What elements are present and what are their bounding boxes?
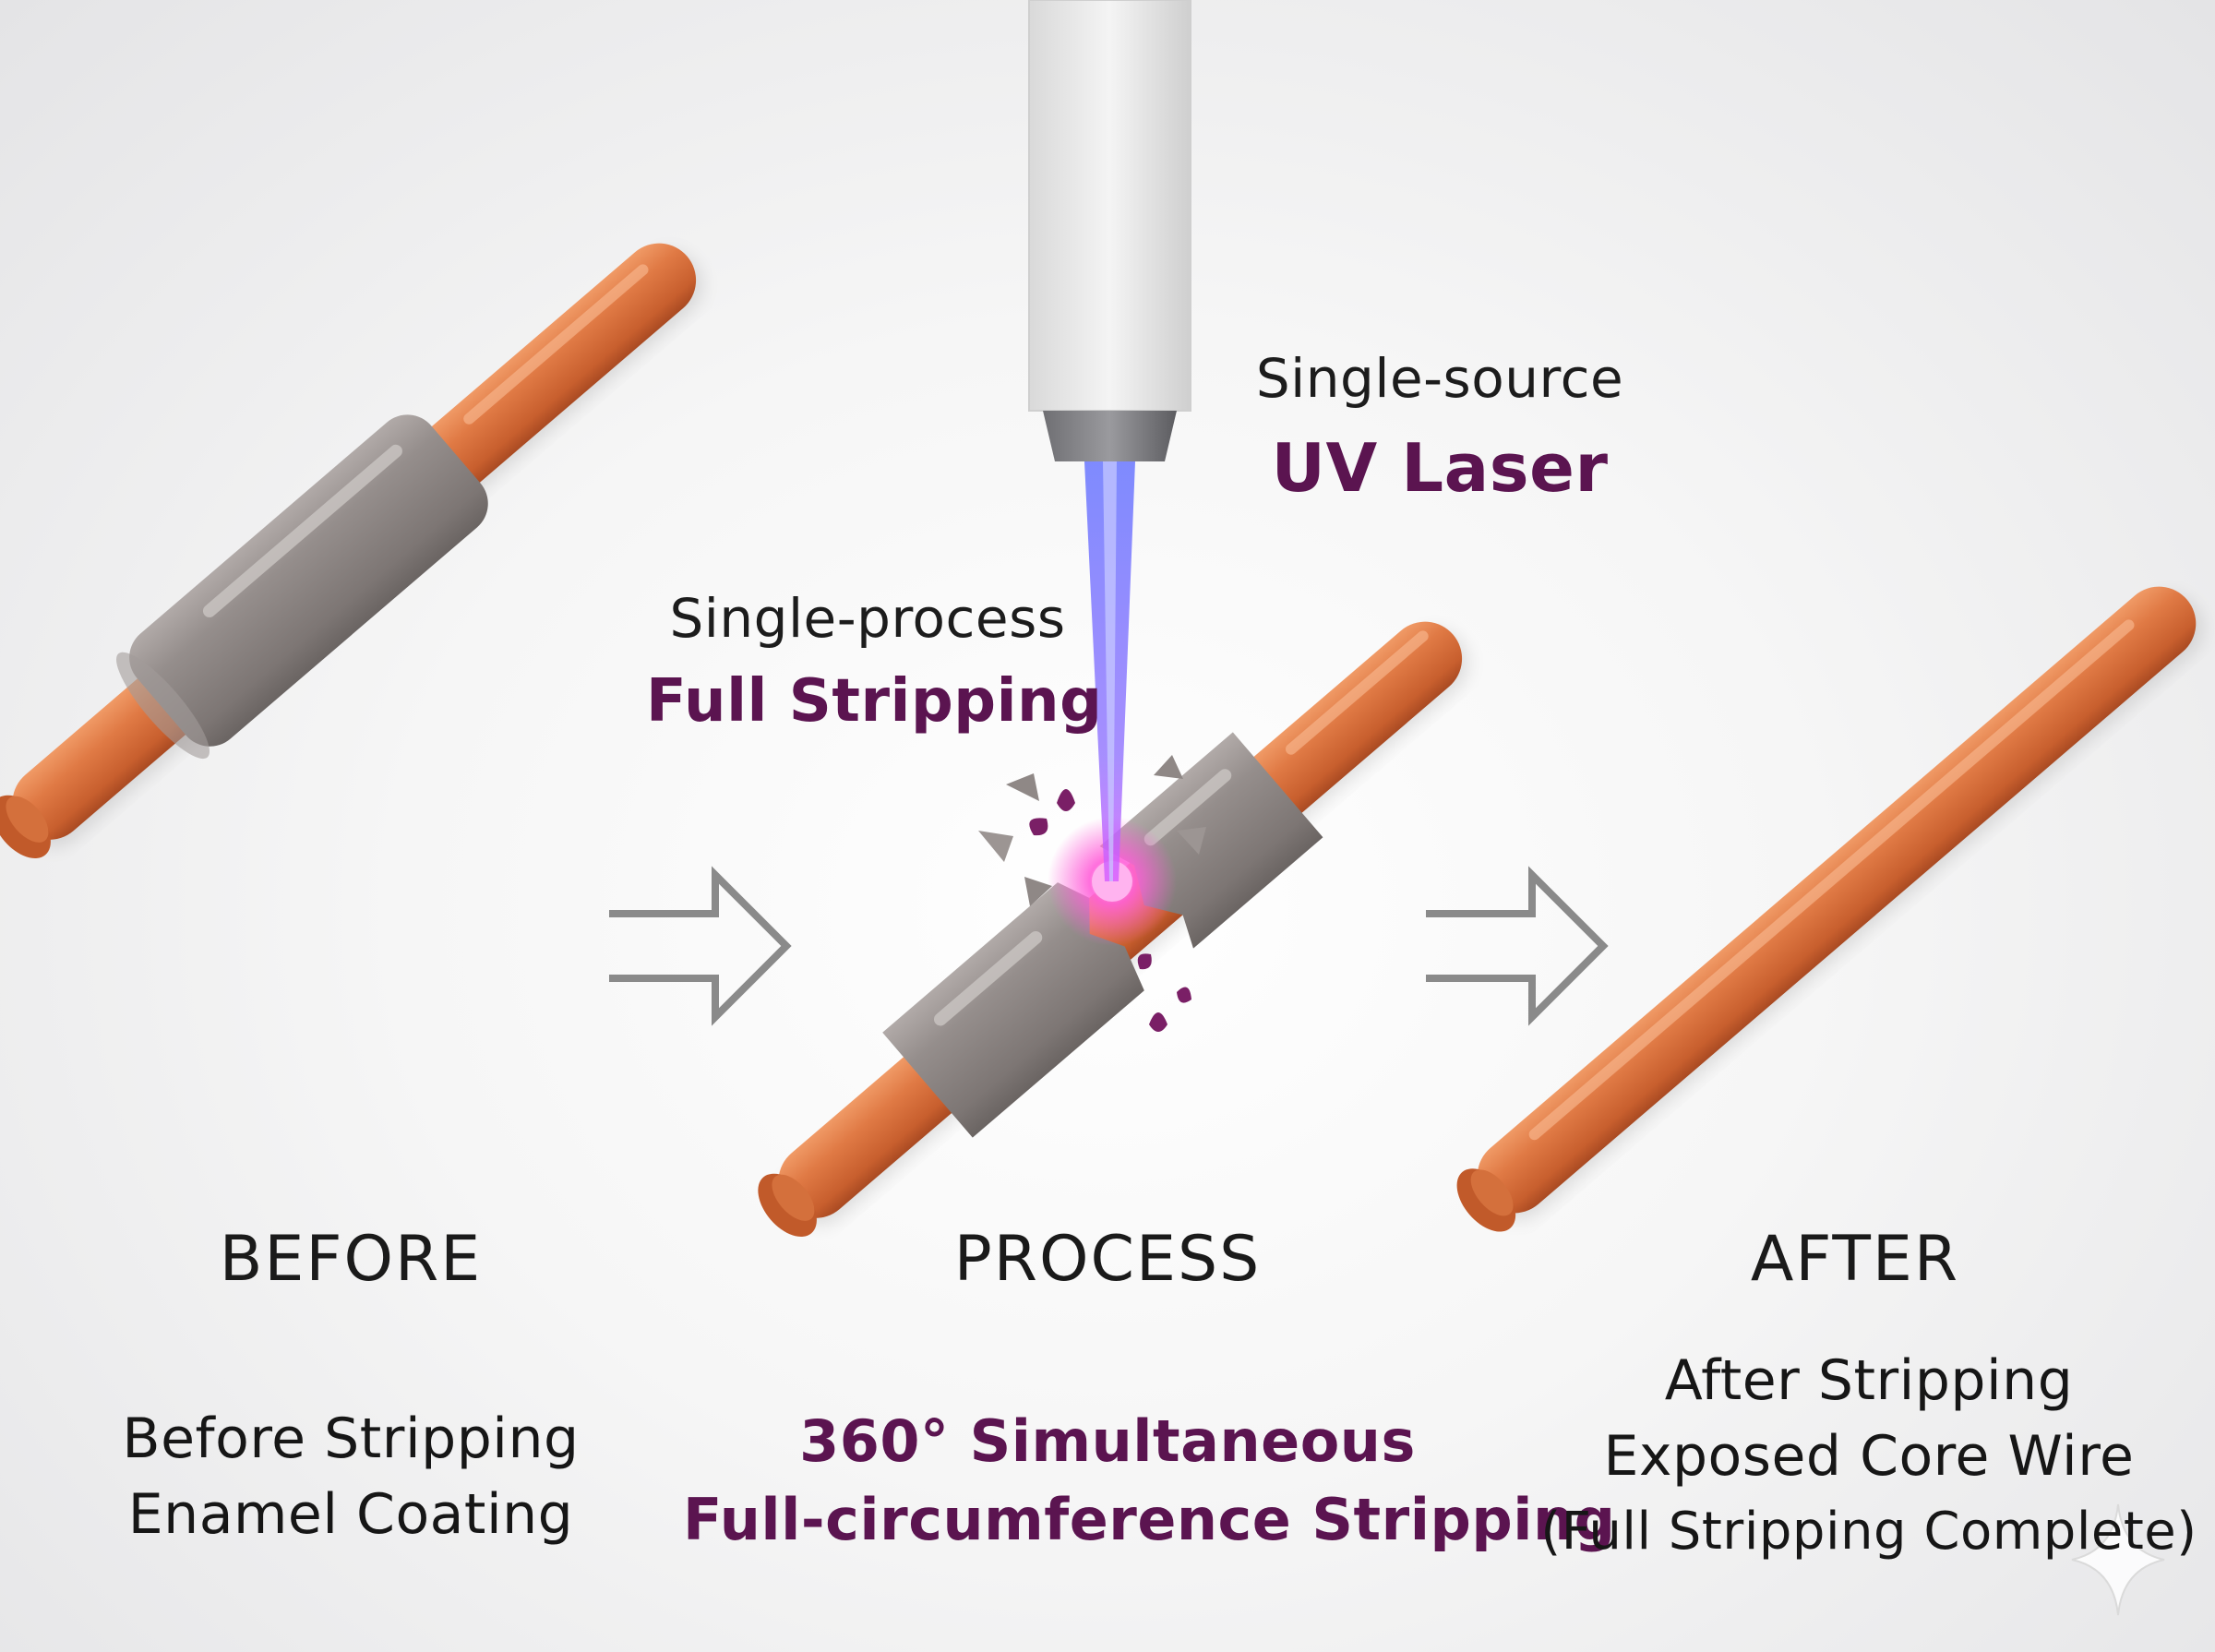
right-arrow-icon [1426, 866, 1609, 1026]
wire-before [0, 243, 702, 859]
enamel-coating [129, 414, 488, 747]
stage-title-after: AFTER [1750, 1223, 1960, 1296]
debris-fragment [1006, 773, 1039, 801]
laser-nozzle [1043, 411, 1177, 461]
process-desc-line2: Full-circumference Stripping [683, 1486, 1616, 1553]
after-desc-line3: (Full Stripping Complete) [1540, 1502, 2197, 1562]
sparkle-watermark-icon [2071, 1503, 2165, 1616]
process-label-line2: Full Stripping [646, 667, 1103, 736]
before-desc-line1: Before Stripping [122, 1407, 580, 1471]
laser-label-line2: UV Laser [1271, 429, 1609, 507]
enamel-coating-left [882, 882, 1144, 1138]
before-desc-line2: Enamel Coating [127, 1482, 574, 1547]
laser-head [1028, 0, 1191, 881]
stage-title-before: BEFORE [219, 1223, 483, 1296]
process-label-line1: Single-process [669, 587, 1066, 650]
right-arrow-icon [609, 866, 792, 1026]
after-desc-line2: Exposed Core Wire [1603, 1424, 2135, 1489]
stage-title-process: PROCESS [953, 1223, 1262, 1296]
after-desc-line1: After Stripping [1664, 1348, 2074, 1413]
laser-label-line1: Single-source [1255, 347, 1624, 410]
copper-core-exposed [1477, 586, 2197, 1214]
process-desc-line1: 360° Simultaneous [799, 1407, 1416, 1475]
wire-after [1456, 586, 2202, 1232]
